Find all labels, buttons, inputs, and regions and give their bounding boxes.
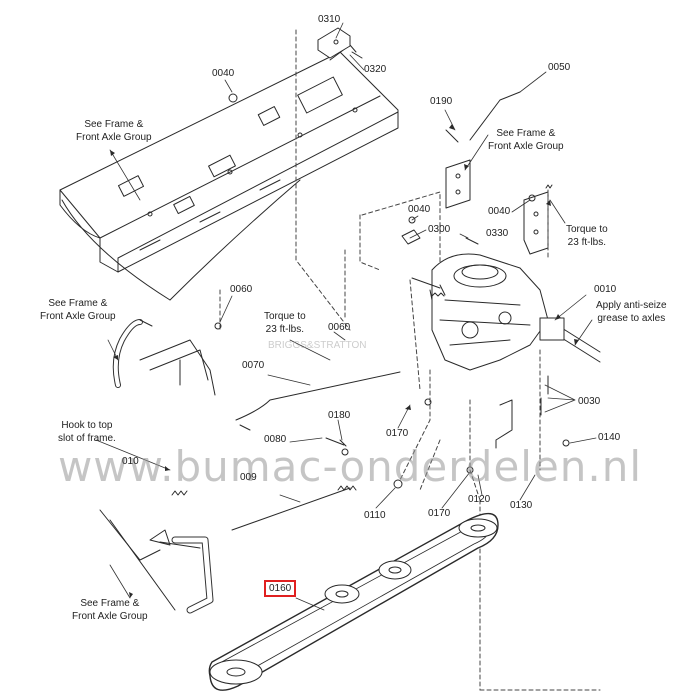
part-label-0190: 0190 [430, 96, 453, 107]
note-frame-left-line2: Front Axle Group [40, 310, 116, 322]
frame-drawing [59, 44, 399, 301]
note-hook-line1: Hook to top [61, 420, 113, 431]
part-label-0040-left: 0040 [408, 204, 431, 215]
note-hook-line2: slot of frame. [58, 432, 116, 444]
part-label-0310: 0310 [318, 14, 341, 25]
note-anti-seize-line1: Apply anti-seize [596, 300, 667, 311]
part-label-0170-upper: 0170 [386, 428, 409, 439]
part-label-0090: 009 [240, 472, 257, 483]
note-anti-seize: Apply anti-seize grease to axles [596, 300, 667, 325]
part-label-0120: 0120 [468, 494, 491, 505]
part-label-0050: 0050 [548, 62, 571, 73]
note-frame-bottom-line1: See Frame & [80, 598, 140, 609]
springs [171, 184, 553, 496]
note-torque-right-line2: 23 ft-lbs. [567, 236, 607, 248]
note-frame-left: See Frame & Front Axle Group [40, 298, 116, 323]
part-label-0030: 0030 [578, 396, 601, 407]
linkage-rods [231, 91, 521, 531]
note-frame-right: See Frame & Front Axle Group [488, 128, 564, 153]
part-label-0060-right: 0060 [328, 322, 351, 333]
note-frame-left-line1: See Frame & [48, 298, 108, 309]
part-label-0080: 0080 [264, 434, 287, 445]
part-label-0180: 0180 [328, 410, 351, 421]
note-frame-right-line2: Front Axle Group [488, 140, 564, 152]
transaxle-drawing [411, 253, 601, 371]
bracket-0310 [317, 27, 363, 59]
note-torque-mid-line2: 23 ft-lbs. [265, 323, 305, 335]
pedal-assembly-upper [112, 319, 216, 396]
part-label-0010: 0010 [594, 284, 617, 295]
brand-stamp: BRIGGS&STRATTON [268, 340, 367, 351]
mounting-brackets [401, 159, 549, 449]
part-label-0040-right: 0040 [488, 206, 511, 217]
note-frame-top: See Frame & Front Axle Group [76, 119, 152, 144]
part-label-0320: 0320 [364, 64, 387, 75]
note-torque-right-line1: Torque to [566, 224, 608, 235]
pedal-assembly-lower [99, 509, 214, 614]
watermark-text: www.bumac-onderdelen.nl [57, 442, 643, 491]
leader-lines [95, 22, 597, 611]
part-label-0040-frame: 0040 [212, 68, 235, 79]
note-frame-bottom-line2: Front Axle Group [72, 610, 148, 622]
note-frame-right-line1: See Frame & [496, 128, 556, 139]
hardware [214, 93, 570, 489]
arrow-heads [110, 124, 579, 598]
part-label-0070: 0070 [242, 360, 265, 371]
assembly-dashes [219, 29, 601, 691]
part-label-0330: 0330 [486, 228, 509, 239]
note-anti-seize-line2: grease to axles [597, 312, 666, 324]
part-label-0110: 0110 [364, 510, 386, 521]
part-label-0130: 0130 [510, 500, 533, 511]
note-hook: Hook to top slot of frame. [58, 420, 116, 445]
note-frame-bottom: See Frame & Front Axle Group [72, 598, 148, 623]
part-label-0140: 0140 [598, 432, 621, 443]
part-label-0170-lower: 0170 [428, 508, 451, 519]
note-torque-mid-line1: Torque to [264, 311, 306, 322]
note-torque-mid: Torque to 23 ft-lbs. [264, 311, 306, 336]
part-label-0300: 0300 [428, 224, 451, 235]
part-label-0100: 010 [122, 456, 139, 467]
note-frame-top-line1: See Frame & [84, 119, 144, 130]
note-frame-top-line2: Front Axle Group [76, 131, 152, 143]
part-label-0160-highlighted: 0160 [264, 580, 297, 597]
part-label-0060-left: 0060 [230, 284, 253, 295]
note-torque-right: Torque to 23 ft-lbs. [566, 224, 608, 249]
drive-belt [208, 512, 499, 691]
